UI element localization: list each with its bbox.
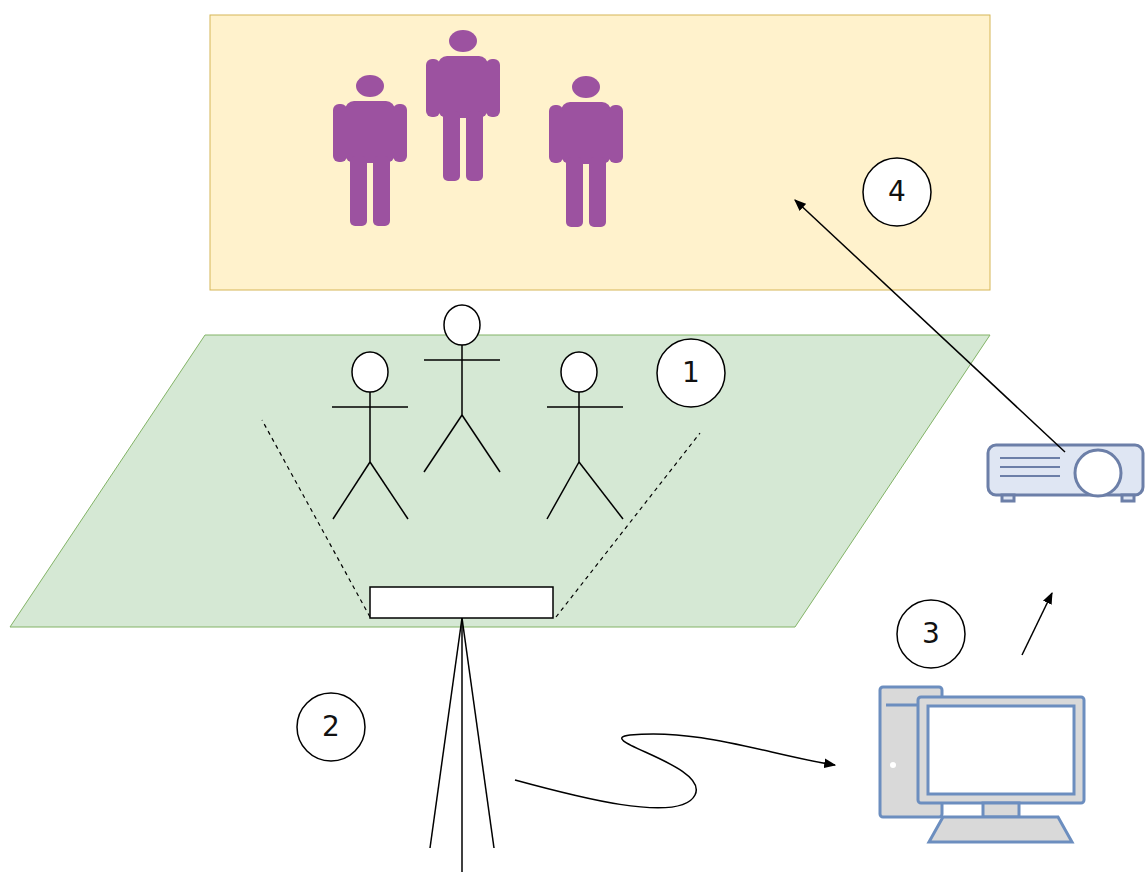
stick-figures — [332, 305, 623, 519]
computer — [880, 687, 1084, 842]
projection-arrow — [795, 200, 1065, 452]
signal-arrow — [1022, 593, 1052, 655]
projector — [988, 445, 1143, 501]
cable — [515, 734, 835, 808]
callout-number: 1 — [682, 359, 700, 387]
tripod — [430, 618, 494, 872]
callout-number: 3 — [922, 620, 940, 648]
projected-people — [333, 30, 623, 227]
floor-area — [10, 335, 990, 627]
depth-sensor — [370, 587, 553, 618]
callout-number: 2 — [322, 713, 340, 741]
callout-number: 4 — [888, 178, 906, 206]
projection-screen — [210, 15, 990, 290]
callout-circles — [297, 158, 965, 761]
field-of-view — [262, 420, 700, 617]
